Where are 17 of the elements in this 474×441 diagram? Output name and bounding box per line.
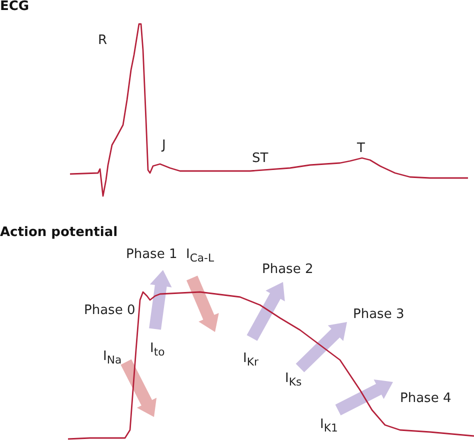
current-label: I$_{K1}$ xyxy=(320,418,338,434)
panel-heading: ECG xyxy=(0,0,30,14)
phase-label: Phase 0 xyxy=(84,304,136,318)
phase-label: Phase 4 xyxy=(400,392,452,406)
wave-label: R xyxy=(98,34,108,48)
wave-label: ST xyxy=(252,152,268,166)
current-label: I$_{to}$ xyxy=(150,342,165,358)
phase-label: Phase 1 xyxy=(126,248,178,262)
wave-label: J xyxy=(162,139,166,154)
panel-heading: Action potential xyxy=(0,226,118,240)
current-label: I$_{Kr}$ xyxy=(243,352,258,368)
phase-label: Phase 2 xyxy=(262,263,314,278)
current-label: I$_{Ks}$ xyxy=(285,372,302,388)
current-label: I$_{Ca-L}$ xyxy=(186,248,214,264)
wave-label: T xyxy=(357,142,365,156)
phase-label: Phase 3 xyxy=(353,308,404,322)
current-label: I$_{Na}$ xyxy=(103,350,122,366)
